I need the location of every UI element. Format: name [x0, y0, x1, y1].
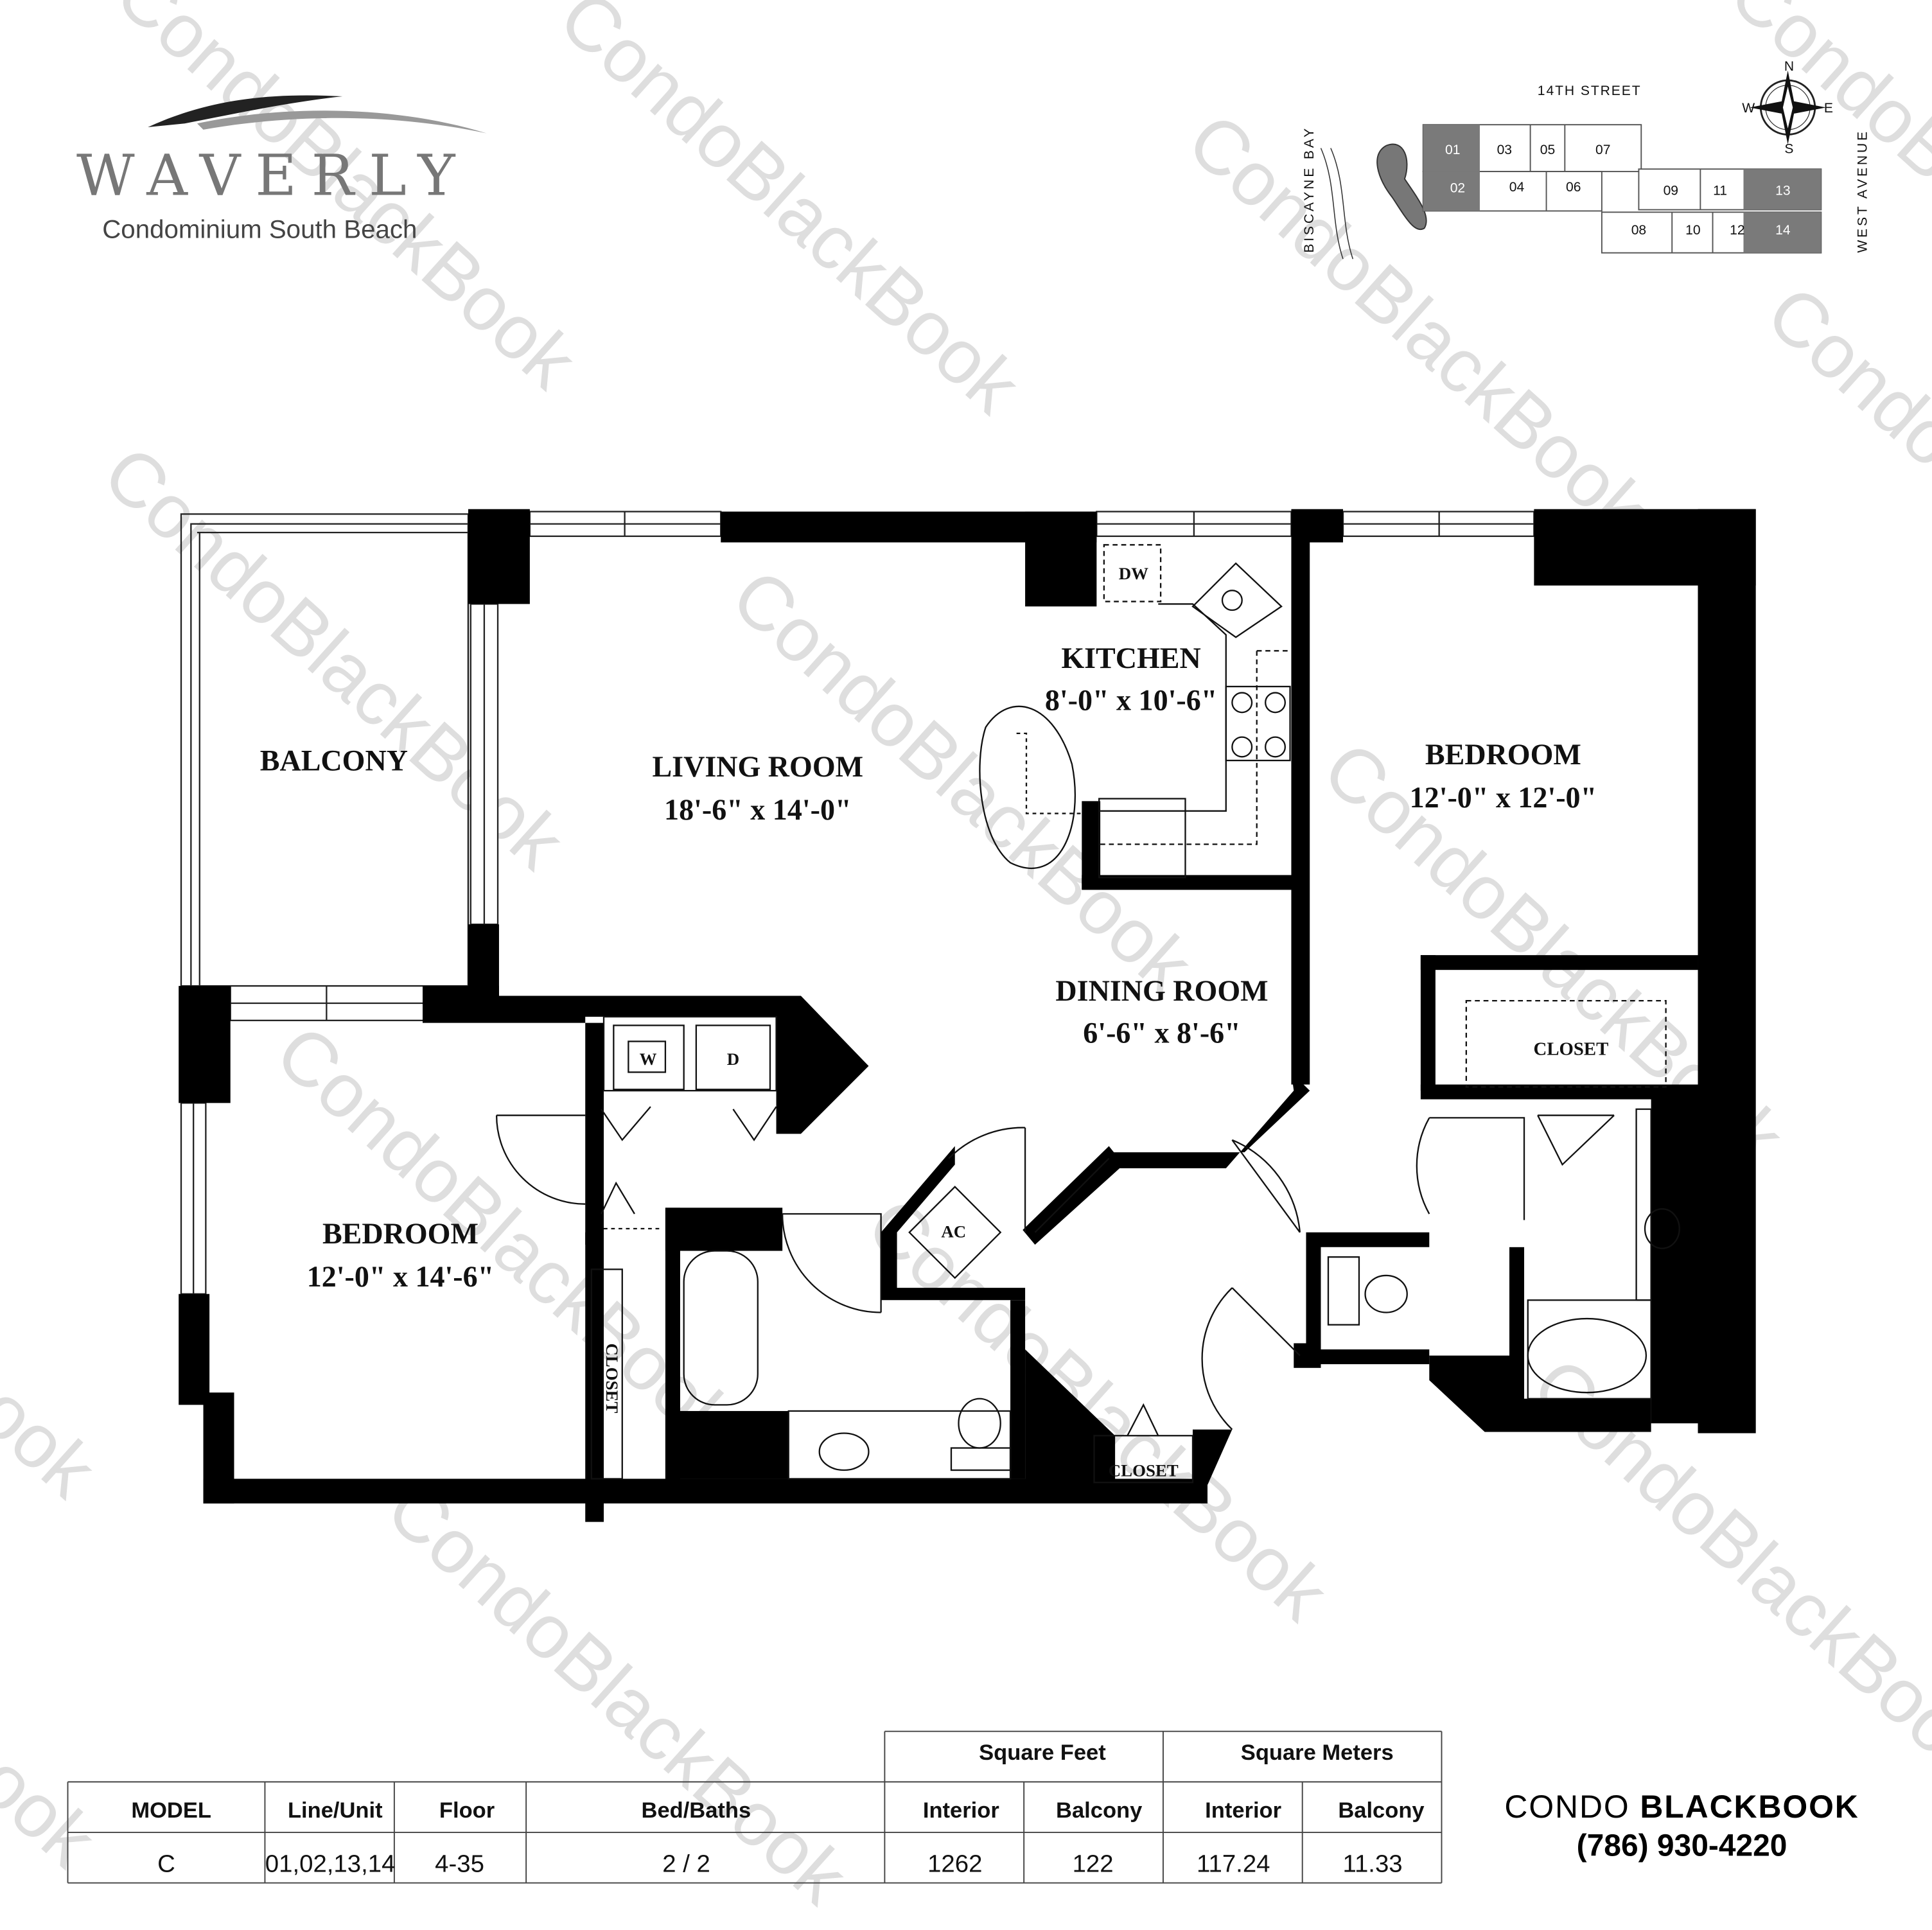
compass-s: S — [1784, 141, 1793, 156]
brand-name: CONDO BLACKBOOK — [1504, 1789, 1859, 1825]
highlighted-units — [1423, 125, 1822, 253]
doors — [495, 1106, 1615, 1436]
ac-label: AC — [941, 1222, 966, 1241]
compass-icon: N S E W — [1742, 59, 1833, 157]
dishwasher-label: DW — [1119, 564, 1148, 583]
group-header-square-meters: Square Meters — [1241, 1741, 1394, 1765]
unit-info-table: Square Feet Square Meters MODEL Line/Uni… — [67, 1730, 1443, 1884]
compass-w: W — [1742, 101, 1755, 116]
unit-02: 02 — [1450, 181, 1465, 196]
cell-sqft-interior: 1262 — [927, 1850, 982, 1877]
dryer-label: D — [727, 1049, 739, 1069]
unit-08: 08 — [1631, 223, 1646, 238]
cell-bed-baths: 2 / 2 — [662, 1850, 710, 1877]
watermark: CondoBlackBook — [87, 430, 580, 886]
header-floor: Floor — [439, 1798, 495, 1823]
cell-sqm-balcony: 11.33 — [1342, 1850, 1402, 1877]
header-bed-baths: Bed/Baths — [642, 1798, 751, 1823]
unit-14: 14 — [1775, 223, 1791, 238]
walls — [179, 509, 1756, 1522]
unit-07: 07 — [1595, 143, 1610, 157]
street-label-top: 14TH STREET — [1538, 83, 1642, 98]
bedroom-2-label: BEDROOM — [322, 1217, 479, 1250]
watermark: CondoBlackBook — [1751, 270, 1932, 726]
brand-name-light: CONDO — [1504, 1789, 1640, 1825]
dining-room-label: DINING ROOM — [1055, 974, 1268, 1007]
island-shape — [1376, 143, 1427, 231]
brand-phone: (786) 930-4220 — [1577, 1829, 1787, 1863]
cell-model: C — [157, 1850, 175, 1877]
logo-name: WAVERLY — [76, 143, 470, 209]
header-sqm-balcony: Balcony — [1338, 1798, 1425, 1823]
header-model: MODEL — [131, 1798, 211, 1823]
kitchen-size: 8'-0" x 10'-6" — [1045, 683, 1217, 716]
group-header-square-feet: Square Feet — [979, 1741, 1106, 1765]
unit-10: 10 — [1685, 223, 1700, 238]
condo-blackbook-brand: CONDO BLACKBOOK (786) 930-4220 — [1504, 1789, 1859, 1863]
watermark: CondoBlackBook — [851, 1181, 1344, 1637]
unit-09: 09 — [1664, 184, 1678, 198]
logo-wave-icon — [148, 95, 343, 128]
washer-label: W — [640, 1049, 657, 1069]
cell-sqm-interior: 117.24 — [1197, 1850, 1270, 1877]
unit-12: 12 — [1730, 223, 1744, 238]
unit-13: 13 — [1775, 184, 1790, 198]
header-sqft-interior: Interior — [923, 1798, 999, 1823]
waverly-logo: WAVERLY Condominium South Beach — [76, 95, 487, 244]
compass-n: N — [1784, 59, 1794, 74]
cell-sqft-balcony: 122 — [1073, 1850, 1114, 1877]
street-label-right: WEST AVENUE — [1855, 129, 1870, 253]
master-closet-label: CLOSET — [1534, 1039, 1609, 1060]
cell-floor: 4-35 — [435, 1850, 484, 1877]
unit-11: 11 — [1713, 184, 1727, 198]
bedroom-size: 12'-0" x 12'-0" — [1410, 781, 1597, 814]
street-label-left: BISCAYNE BAY — [1302, 126, 1317, 253]
shoreline — [1320, 148, 1354, 259]
living-room-label: LIVING ROOM — [652, 750, 863, 783]
unit-06: 06 — [1566, 180, 1581, 195]
cell-line-unit: 01,02,13,14 — [265, 1850, 396, 1877]
compass-e: E — [1824, 101, 1833, 116]
header-sqm-interior: Interior — [1205, 1798, 1281, 1823]
living-room-size: 18'-6" x 14'-0" — [664, 793, 851, 826]
dining-room-size: 6'-6" x 8'-6" — [1083, 1016, 1240, 1049]
watermark: CondoBlackBook — [543, 0, 1036, 430]
floor-plan: BALCONY LIVING ROOM 18'-6" x 14'-0" KITC… — [179, 509, 1756, 1522]
bedroom-2-size: 12'-0" x 14'-6" — [307, 1260, 494, 1293]
bedroom-label: BEDROOM — [1425, 738, 1581, 771]
unit-05: 05 — [1540, 143, 1555, 157]
unit-03: 03 — [1497, 143, 1512, 157]
kitchen-label: KITCHEN — [1061, 642, 1200, 674]
windows — [180, 511, 1535, 1295]
unit-01: 01 — [1445, 143, 1460, 157]
balcony-label: BALCONY — [260, 744, 408, 776]
logo-wave-icon — [197, 110, 487, 134]
header-sqft-balcony: Balcony — [1056, 1798, 1143, 1823]
brand-name-bold: BLACKBOOK — [1640, 1789, 1859, 1825]
logo-subtitle: Condominium South Beach — [102, 215, 417, 244]
unit-04: 04 — [1509, 180, 1525, 195]
fixtures — [590, 544, 1680, 1484]
key-plan: 14TH STREET BISCAYNE BAY WEST AVENUE 01 … — [1302, 59, 1870, 259]
header-line-unit: Line/Unit — [288, 1798, 383, 1823]
bedroom-2-closet-label: CLOSET — [602, 1343, 622, 1413]
entry-closet-label: CLOSET — [1109, 1461, 1179, 1480]
watermark: CondoBlackBook — [0, 1058, 112, 1514]
